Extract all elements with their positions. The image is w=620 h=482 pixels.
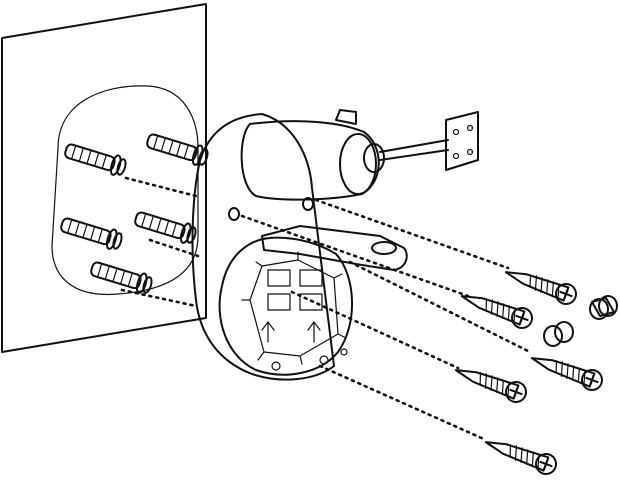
- plate-slot: [267, 269, 291, 287]
- device-housing: [191, 109, 408, 381]
- plate-inner-frame: [249, 259, 339, 357]
- bracket-hole: [371, 241, 397, 255]
- bracket-rod: [379, 139, 449, 153]
- screw-hole: [302, 197, 314, 211]
- screw-caps: [543, 295, 618, 347]
- wall-anchor: [90, 261, 153, 294]
- up-arrow-icon: [261, 321, 275, 343]
- screw: [460, 295, 533, 329]
- screw: [454, 369, 527, 403]
- device-top-arm: [240, 120, 380, 201]
- bracket-plate: [261, 225, 408, 271]
- up-arrow-icon: [307, 321, 321, 343]
- plate-slot: [267, 293, 291, 311]
- mounting-outline: [51, 85, 199, 296]
- screws: [454, 271, 603, 475]
- guide-lines: [120, 176, 532, 442]
- screw: [504, 271, 577, 305]
- mounting-plate: [218, 236, 354, 376]
- screw: [484, 441, 557, 475]
- screw-cap: [589, 295, 618, 320]
- screw: [530, 357, 603, 391]
- screw-cap: [543, 321, 574, 347]
- plate-slot: [299, 269, 323, 287]
- wall-anchors: [60, 133, 209, 294]
- wall-anchor: [60, 217, 123, 250]
- wall-panel: [1, 3, 207, 353]
- plate-slot: [299, 293, 323, 311]
- wall-bracket: [379, 111, 479, 171]
- device-top-tab: [335, 109, 357, 125]
- bracket-mount-plate: [445, 111, 479, 171]
- screw-hole: [228, 207, 240, 221]
- wall-anchor: [64, 143, 127, 176]
- wall-anchor: [134, 211, 197, 244]
